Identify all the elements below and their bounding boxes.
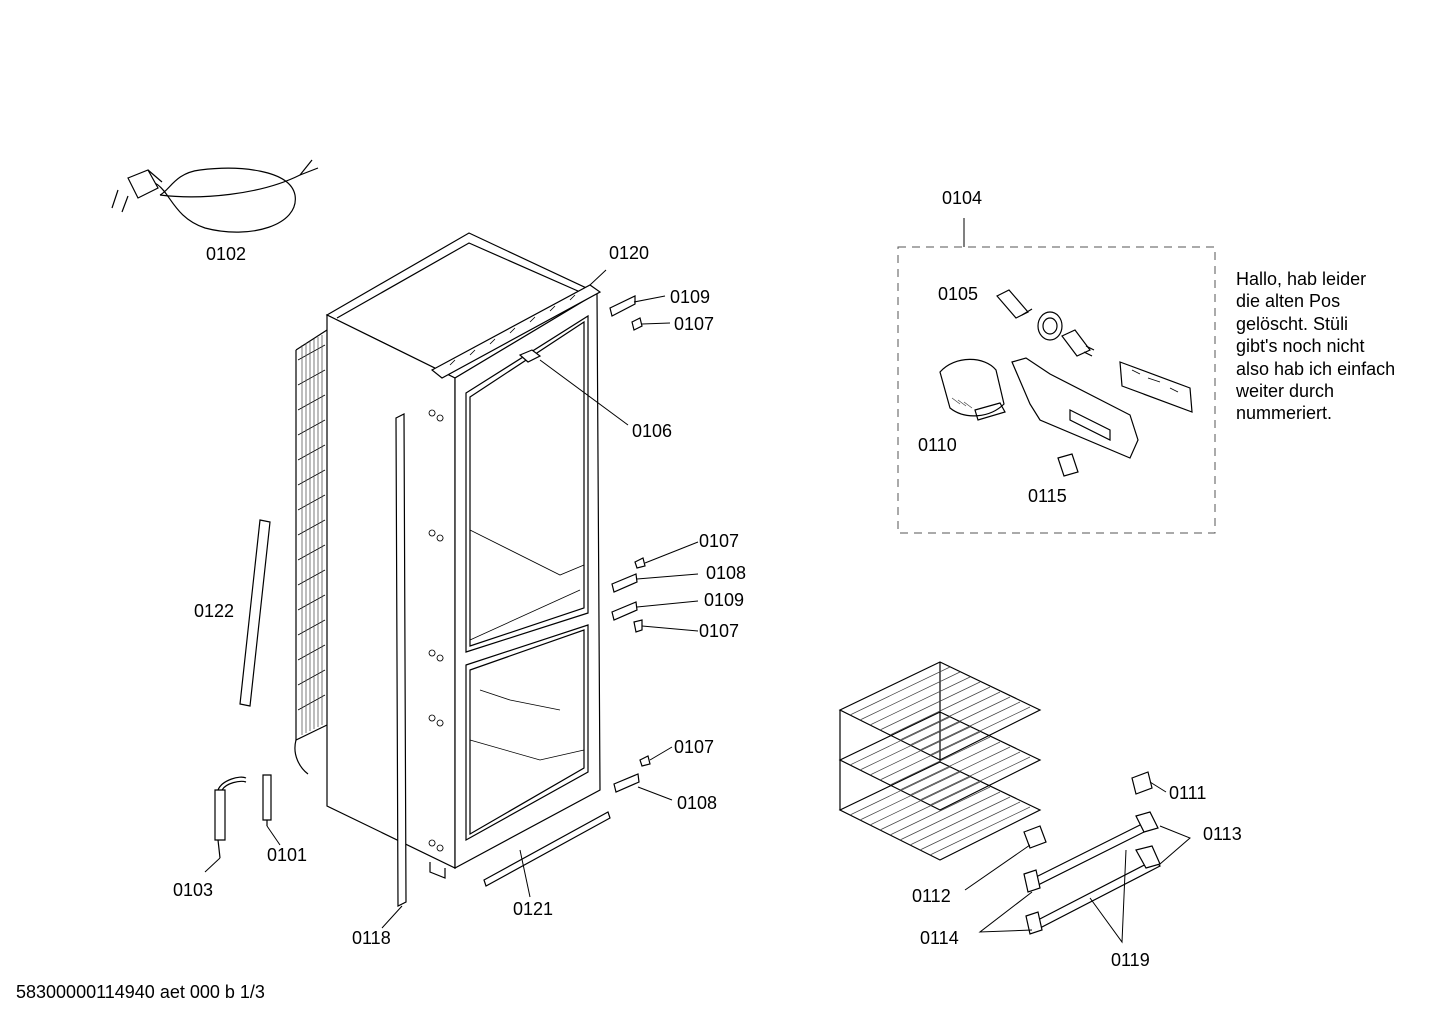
- label-0113: 0113: [1203, 824, 1242, 844]
- label-0105: 0105: [938, 284, 979, 304]
- sensor-parts: [214, 774, 272, 859]
- strip-0121: [483, 811, 611, 887]
- label-0109-top: 0109: [670, 287, 711, 307]
- label-0103: 0103: [173, 880, 214, 900]
- fridge-cabinet: [325, 232, 602, 879]
- label-0107-mid2: 0107: [699, 621, 740, 641]
- label-0104: 0104: [942, 188, 983, 208]
- label-0102: 0102: [206, 244, 247, 264]
- label-0114: 0114: [920, 928, 959, 948]
- label-0121: 0121: [513, 899, 554, 919]
- strip-0118: [395, 413, 407, 907]
- label-0122: 0122: [194, 601, 235, 621]
- label-0109-mid: 0109: [704, 590, 745, 610]
- label-0118: 0118: [352, 928, 391, 948]
- label-0107-top: 0107: [674, 314, 715, 334]
- annotation-note: Hallo, hab leider die alten Pos gelöscht…: [1236, 269, 1396, 424]
- label-0106: 0106: [632, 421, 673, 441]
- label-0110: 0110: [918, 435, 957, 455]
- drawing-number: 58300000114940 aet 000 b 1/3: [16, 982, 265, 1002]
- control-unit-group: [897, 218, 1216, 534]
- leader-lines: [204, 269, 699, 929]
- label-0108-bottom: 0108: [677, 793, 718, 813]
- label-0120: 0120: [609, 243, 650, 263]
- power-cord-part: [111, 159, 319, 233]
- condenser-coil: [294, 329, 328, 775]
- label-0115: 0115: [1028, 486, 1067, 506]
- label-0119: 0119: [1111, 950, 1150, 970]
- label-0107-bottom: 0107: [674, 737, 715, 757]
- label-0101: 0101: [267, 845, 308, 865]
- label-0111: 0111: [1169, 783, 1207, 803]
- wire-shelves: [838, 661, 1042, 861]
- label-0108-mid: 0108: [706, 563, 747, 583]
- hinge-parts: [609, 295, 651, 793]
- shelf-rails: [964, 771, 1191, 944]
- label-0112: 0112: [912, 886, 951, 906]
- strip-0122: [239, 519, 271, 707]
- label-0107-mid1: 0107: [699, 531, 740, 551]
